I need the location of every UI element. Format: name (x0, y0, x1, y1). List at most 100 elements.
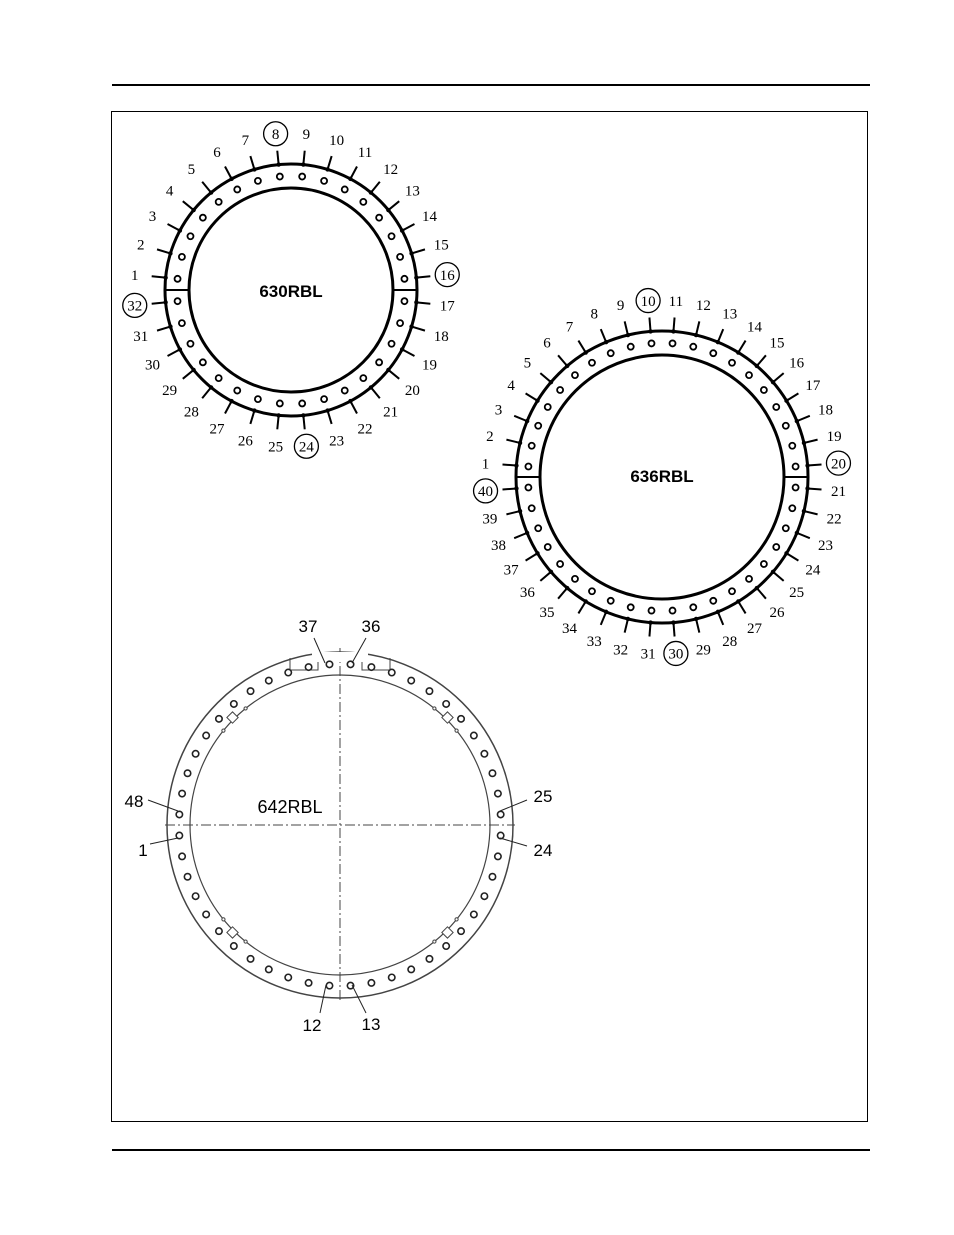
bolt-hole (178, 319, 186, 327)
leader-line (807, 463, 822, 467)
figure-frame (111, 111, 868, 1122)
bolt-hole (556, 386, 565, 394)
label-leader (149, 837, 179, 845)
bolt-hole (387, 668, 396, 677)
bolt-label: 4 (166, 184, 174, 200)
bolt-label: 1 (131, 268, 139, 284)
callout-circle (663, 640, 689, 667)
bolt-label: 19 (827, 429, 842, 445)
bolt-hole (400, 274, 409, 283)
bolt-label: 30 (668, 647, 683, 663)
label-leader (351, 637, 367, 664)
leader-line (156, 248, 171, 255)
bolt-hole (469, 731, 478, 740)
leader-line (599, 611, 608, 626)
leader-line (772, 372, 785, 383)
leader-line (182, 200, 195, 211)
bolt-label: 31 (133, 329, 148, 345)
leader-dot (648, 329, 653, 334)
leader-dot (603, 609, 609, 615)
leader-dot (229, 176, 234, 182)
leader-line (785, 392, 799, 402)
bolt-label: 9 (303, 127, 311, 143)
leader-dot (276, 413, 281, 418)
leader-dot (514, 486, 519, 491)
leader-line (506, 438, 521, 444)
leader-line (525, 552, 539, 562)
bolt-hole (254, 177, 262, 185)
diagram-642rbl: 642RBL 37 36 48 25 1 24 12 13 (125, 617, 553, 1035)
leader-dot (754, 585, 760, 591)
leader-line (249, 155, 256, 170)
bolt-hole (367, 663, 376, 672)
bolt-hole (457, 927, 466, 936)
bolt-hole (214, 374, 223, 383)
bolt-label: 13 (405, 184, 420, 200)
bolt-hole (781, 524, 790, 533)
leader-dot (801, 440, 807, 446)
leader-line (623, 618, 629, 633)
bolt-label: 17 (805, 378, 821, 394)
leader-line (167, 223, 181, 232)
leader-dot (603, 339, 609, 345)
callout-circle (434, 261, 460, 288)
leader-line (716, 328, 725, 343)
leader-line (224, 166, 233, 180)
leader-line (401, 348, 415, 357)
leader-dot (715, 609, 721, 615)
leader-dot (794, 418, 800, 424)
bolt-label: 19 (422, 357, 437, 373)
leader-line (502, 463, 517, 467)
bolt-hole (367, 978, 376, 987)
bolt-hole (425, 954, 434, 963)
leader-line (502, 487, 517, 491)
leader-dot (583, 350, 588, 355)
leader-line (796, 414, 811, 423)
callout-circle (825, 450, 852, 476)
bolt-hole (480, 749, 489, 758)
leader-dot (794, 530, 800, 536)
bolt-hole (588, 358, 596, 367)
bolt-hole (186, 339, 195, 348)
bolt-hole (325, 981, 334, 990)
pilot-hole (243, 939, 248, 944)
bolt-hole (425, 687, 434, 696)
bolt-label: 6 (213, 145, 221, 161)
header-rule (112, 84, 870, 86)
leader-dot (548, 569, 554, 575)
bolt-hole (493, 852, 502, 861)
bolt-label: 12 (383, 162, 398, 178)
leader-dot (368, 385, 374, 390)
leader-dot (163, 275, 168, 280)
bolt-hole (304, 978, 313, 987)
bolt-hole (556, 560, 565, 568)
leader-dot (325, 408, 330, 413)
bolt-hole (173, 297, 182, 306)
leader-dot (368, 190, 374, 195)
bolt-hole (606, 349, 615, 358)
bolt-hole (791, 483, 800, 492)
top-notch-detail (289, 658, 391, 671)
leader-dot (386, 367, 391, 373)
leader-dot (625, 332, 631, 338)
bolt-label: 20 (831, 456, 846, 472)
leader-line (349, 166, 358, 180)
bolt-hole (759, 386, 768, 394)
pilot-hole (432, 706, 437, 711)
label-leader (147, 799, 179, 812)
bolt-label: 24 (299, 439, 315, 455)
leader-dot (736, 350, 741, 355)
bolt-label: 8 (591, 307, 599, 323)
bolt-label: 37 (299, 617, 318, 636)
bolt-hole (320, 177, 328, 185)
bolt-hole (626, 342, 635, 351)
leader-line (349, 400, 358, 414)
callout-circle (293, 433, 320, 459)
leader-dot (276, 162, 281, 167)
leader-dot (524, 418, 530, 424)
bolt-hole (325, 660, 334, 669)
leader-line (539, 372, 552, 383)
diagram-title: 630RBL (259, 282, 322, 301)
